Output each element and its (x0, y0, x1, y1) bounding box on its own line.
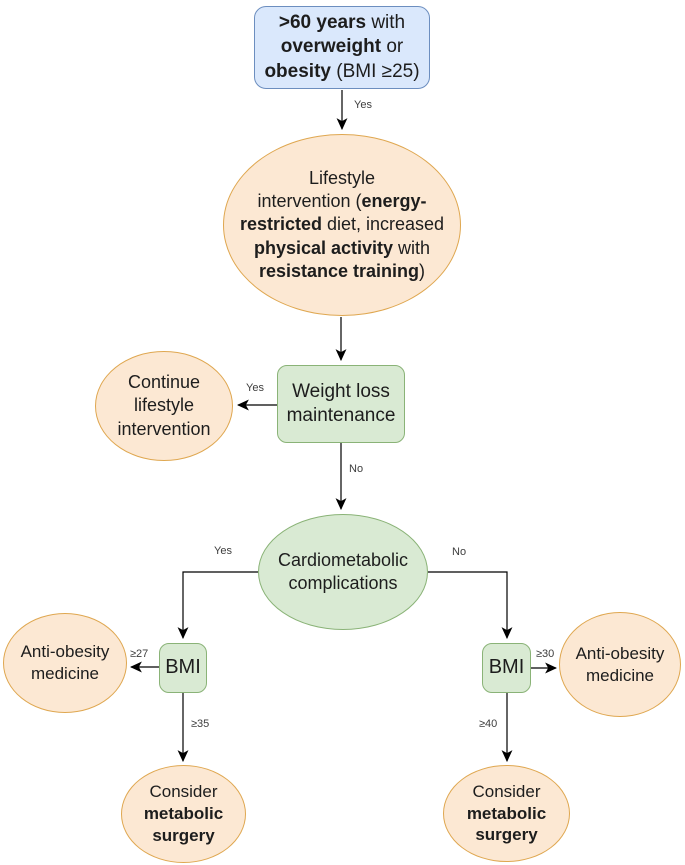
edge-label-start-yes: Yes (352, 99, 374, 111)
node-bmi-left: BMI (159, 643, 207, 693)
edge-label-maintenance-yes: Yes (244, 382, 266, 394)
edge-label-bmi-left-35: ≥35 (189, 718, 212, 730)
edge-label-bmi-right-40: ≥40 (477, 718, 500, 730)
node-bmi-right-label: BMI (488, 656, 525, 679)
node-bmi-right: BMI (482, 643, 531, 693)
edge-label-bmi-right-30: ≥30 (534, 648, 557, 660)
edge-label-cardio-yes: Yes (212, 545, 234, 557)
edge-label-maintenance-no: No (347, 463, 366, 475)
node-bmi-left-label: BMI (165, 656, 201, 679)
edge-cardiometabolic-to-bmi-left (177, 571, 258, 640)
edge-label-bmi-left-27: ≥27 (128, 648, 151, 660)
edge-cardiometabolic-to-bmi-right (428, 571, 513, 640)
edge-label-cardio-no: No (450, 546, 469, 558)
